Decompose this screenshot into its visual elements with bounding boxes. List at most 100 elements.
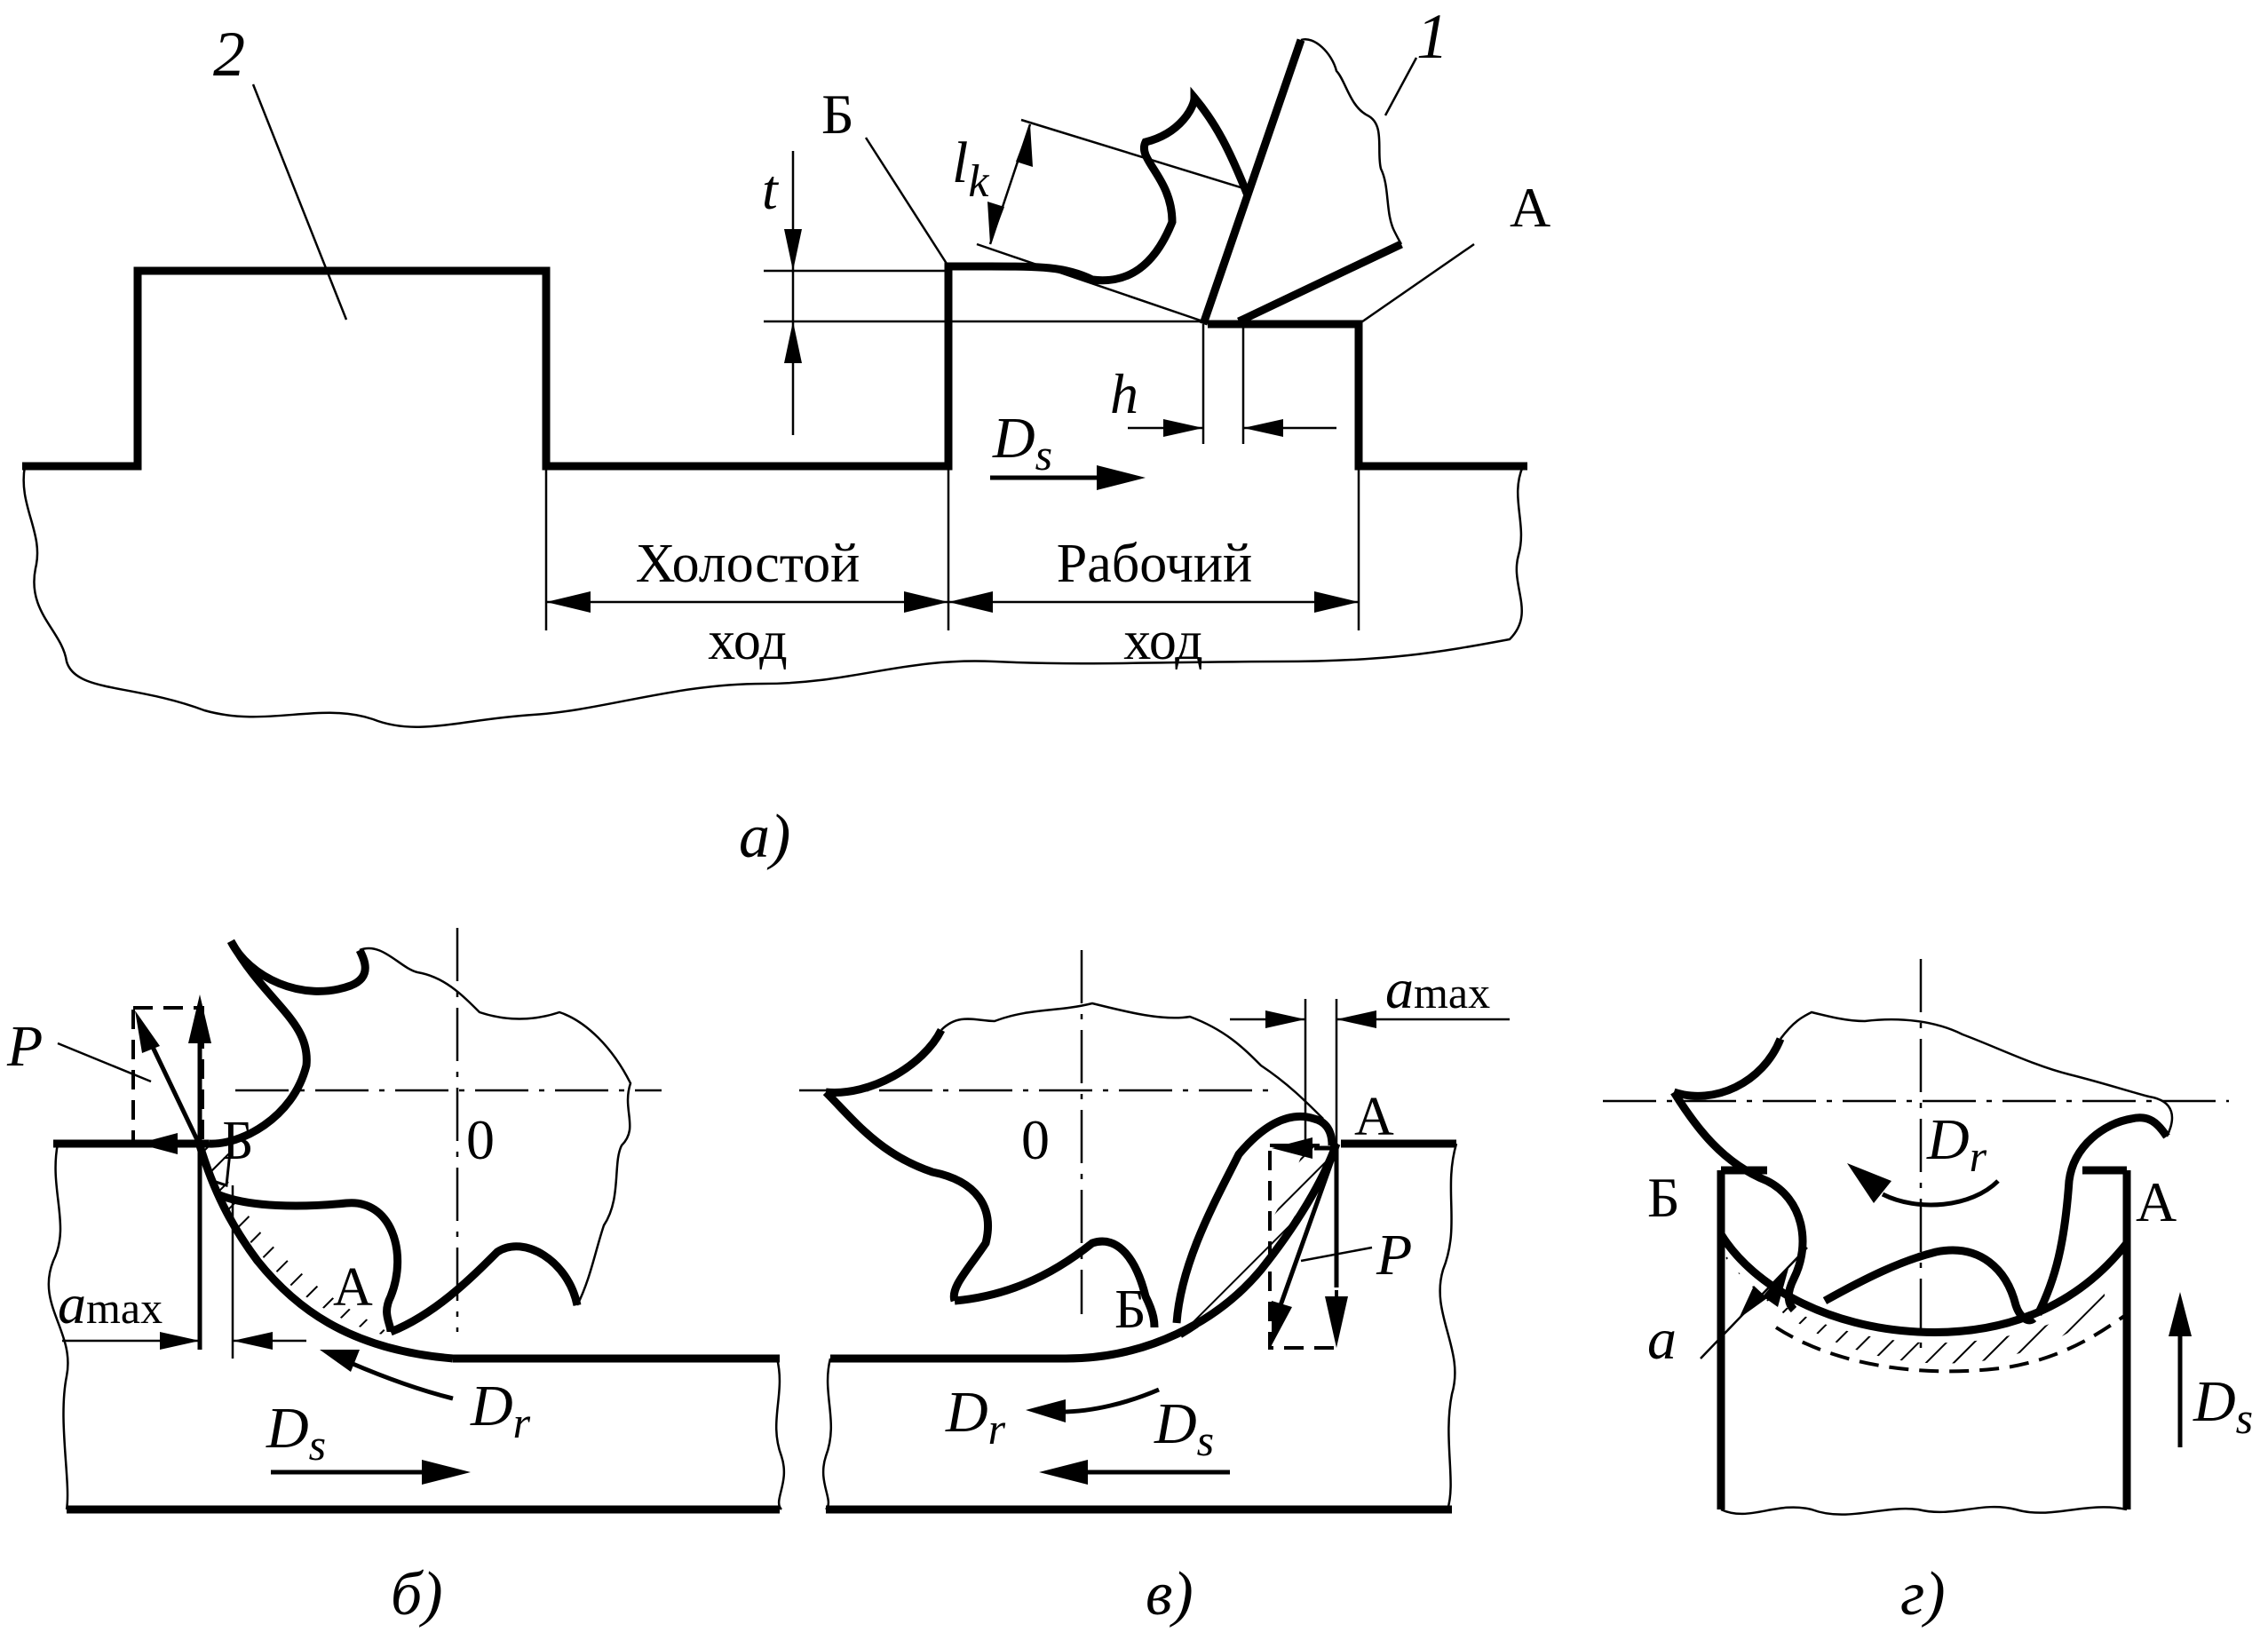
cutter-b-tooth-1 <box>208 939 311 1148</box>
feed-arrow-head-a <box>1097 465 1146 490</box>
Dr-arrow-b <box>350 1360 454 1401</box>
arrow-a-g-1 <box>1763 1265 1789 1307</box>
point-A-b: А <box>333 1257 373 1318</box>
cutter-g-top-notch <box>1672 1037 1785 1100</box>
arrow-lk-top <box>1016 124 1033 167</box>
Dr-g: Dr <box>1926 1107 1987 1181</box>
figure-g: Б А a Dr Ds г) <box>1603 959 2253 1628</box>
Dr-v: Dr <box>945 1380 1006 1454</box>
Dr-arrow-head-v <box>1026 1399 1066 1422</box>
Dr-arrow-v <box>1060 1387 1160 1414</box>
cut-arc-b <box>195 1144 454 1363</box>
tool-1-body <box>989 86 1252 285</box>
dim-t: t <box>762 158 780 221</box>
arrow-t-top <box>784 229 802 271</box>
dim-h: h <box>1110 362 1138 425</box>
Ds-v: Ds <box>1154 1391 1214 1465</box>
arrow-h-left <box>1163 419 1203 437</box>
figure-b: 0 P Б А amax Dr Ds б) <box>6 928 786 1628</box>
dim-lk: lk <box>952 131 989 207</box>
caption-g: г) <box>1900 1560 1946 1628</box>
Dr-arrow-head-g <box>1847 1163 1891 1203</box>
leader-1 <box>1384 57 1418 116</box>
chip-g-dashed <box>1774 1312 2129 1374</box>
caption-a: а) <box>739 803 790 871</box>
amax-b: amax <box>58 1272 163 1335</box>
force-vertical-head-b <box>188 994 211 1043</box>
workpiece-a-outline <box>22 465 1525 728</box>
leader-P-v <box>1300 1246 1373 1263</box>
work-stroke-label-2: ход <box>1123 611 1202 671</box>
Ds-arrow-head-v <box>1039 1460 1088 1485</box>
workpiece-v-right <box>1439 1143 1458 1510</box>
cutter-g-tooth-2 <box>1822 1246 2037 1325</box>
arrow-amax-v-r <box>1336 1010 1376 1028</box>
arrow-h-right <box>1243 419 1283 437</box>
force-P-head-b <box>135 1010 160 1053</box>
cutter-b-tooth-2 <box>216 1190 402 1333</box>
workpiece-a-profile <box>22 262 990 471</box>
cutter-b-top <box>226 939 369 995</box>
Dr-arrow-g <box>1881 1179 2000 1208</box>
force-label-v: P <box>1376 1223 1412 1287</box>
amax-v: amax <box>1385 957 1490 1020</box>
tool-1-blade <box>1199 38 1305 326</box>
arrow-lk-bottom <box>987 202 1004 244</box>
Dr-arrow-head-b <box>320 1350 360 1372</box>
arrow-work-r <box>1314 591 1359 613</box>
chip-b-tip <box>197 1142 233 1188</box>
idle-stroke-label-1: Холостой <box>636 534 860 594</box>
arrow-a-g-2 <box>1739 1286 1767 1319</box>
arrow-amax-b-r <box>233 1332 273 1350</box>
dim-a-g-label: a <box>1647 1307 1677 1372</box>
workpiece-g-bottom <box>1720 1505 2128 1516</box>
caption-v: в) <box>1146 1560 1193 1628</box>
label-tool-1: 1 <box>1416 1 1448 72</box>
workpiece-v-left <box>821 1358 833 1510</box>
force-P-head-v <box>1272 1301 1292 1345</box>
workpiece-b-right <box>774 1358 786 1510</box>
Ds-arrow-head-g <box>2169 1292 2192 1336</box>
cutter-v-outline <box>940 1002 1324 1120</box>
point-B-b: Б <box>222 1111 254 1171</box>
leader-2 <box>251 83 348 321</box>
feed-Ds-a: Ds <box>992 406 1052 479</box>
cutter-v-tooth-3 <box>1172 1112 1336 1324</box>
work-stroke-label-1: Рабочий <box>1057 534 1252 594</box>
cut-arc-g <box>1717 1232 2130 1336</box>
force-P-b <box>148 1042 202 1147</box>
force-vertical-head-v <box>1325 1296 1348 1348</box>
workpiece-a-step <box>1208 320 1527 471</box>
force-horizontal-head-v <box>1272 1137 1312 1159</box>
force-horizontal-head-b <box>138 1133 178 1154</box>
arrow-work-l <box>948 591 993 613</box>
cutter-g-outline <box>1780 1010 2174 1137</box>
force-label-b: P <box>6 1014 43 1079</box>
caption-b: б) <box>391 1560 443 1628</box>
cutter-v-top-notch <box>825 1027 946 1097</box>
point-B-a: Б <box>821 83 854 146</box>
Ds-arrow-head-b <box>422 1460 471 1485</box>
cutter-v-tooth-2 <box>954 1237 1159 1328</box>
point-A-v: А <box>1354 1087 1394 1147</box>
label-workpiece-2: 2 <box>213 19 245 90</box>
arrow-idle-l <box>546 591 591 613</box>
point-A-g: А <box>2136 1170 2177 1233</box>
Ds-g: Ds <box>2193 1369 2253 1443</box>
force-P-v <box>1278 1147 1339 1306</box>
center-v: 0 <box>1021 1108 1050 1171</box>
ext-lk-bottom <box>976 242 1204 323</box>
arrow-amax-v-l <box>1265 1010 1305 1028</box>
Dr-b: Dr <box>470 1374 531 1447</box>
point-B-g: Б <box>1647 1166 1680 1229</box>
tool-1-back <box>1237 240 1403 326</box>
point-A-a: А <box>1510 176 1550 239</box>
figure-a: 1 2 Б А t lk h Ds <box>22 1 1550 871</box>
arrow-t-bottom <box>784 321 802 363</box>
leader-B-a <box>864 137 950 267</box>
arrow-amax-b-l <box>160 1332 200 1350</box>
point-B-v: Б <box>1114 1280 1146 1340</box>
idle-stroke-label-2: ход <box>708 611 787 671</box>
cutter-g-tooth-3 <box>2034 1113 2170 1317</box>
